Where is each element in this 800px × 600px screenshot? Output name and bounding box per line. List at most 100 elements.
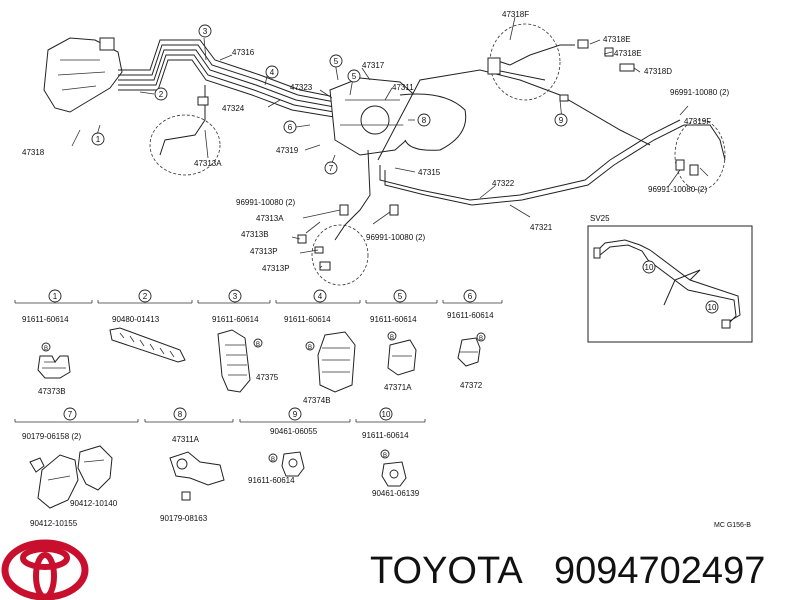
svg-text:1: 1 [96, 135, 101, 144]
detail-row-1: 1 91611-60614 B 47373B 2 90480-01413 3 9… [14, 289, 503, 405]
callout-10b: 10 [705, 300, 719, 314]
svg-text:1: 1 [53, 292, 58, 301]
svg-text:B: B [256, 342, 260, 348]
detail-row-2: 7 90179-06158 (2) 90412-10140 90412-1015… [14, 407, 426, 528]
detail-3-label-0: 91611-60614 [212, 315, 259, 324]
detail-5-label-1: 47371A [384, 383, 412, 392]
svg-text:B: B [308, 345, 312, 351]
detail-2-label-0: 90480-01413 [112, 315, 160, 324]
detail-9-label-1: 91611-60614 [248, 476, 295, 485]
detail-1-label-0: 91611-60614 [22, 315, 69, 324]
svg-text:B: B [479, 336, 483, 342]
label-47318d: 47318D [644, 67, 672, 76]
callouts: 1 2 3 4 5 5 6 7 8 9 [91, 24, 568, 175]
part-number: 9094702497 [554, 550, 765, 592]
callout-5a: 5 [329, 54, 343, 68]
svg-text:9: 9 [293, 410, 298, 419]
label-47319: 47319 [276, 146, 299, 155]
svg-text:B: B [383, 453, 387, 459]
label-47318f: 47318F [502, 10, 529, 19]
label-47318: 47318 [22, 148, 45, 157]
label-96991-b: 96991-10080 (2) [648, 185, 707, 194]
detail-5: 5 91611-60614 B 47371A [370, 289, 417, 392]
svg-text:3: 3 [233, 292, 238, 301]
label-47319f: 47319F [684, 117, 711, 126]
detail-4-label-0: 91611-60614 [284, 315, 331, 324]
label-47315: 47315 [418, 168, 441, 177]
svg-text:5: 5 [398, 292, 403, 301]
detail-9: 9 90461-06055 B 91611-60614 [248, 407, 318, 485]
detail-4: 4 91611-60614 B 47374B [284, 289, 356, 405]
label-47313a: 47313A [194, 159, 222, 168]
svg-text:5: 5 [334, 57, 339, 66]
callout-6: 6 [283, 120, 297, 134]
detail-3-label-1: 47375 [256, 373, 279, 382]
detail-1: 1 91611-60614 B 47373B [22, 289, 71, 396]
detail-3: 3 91611-60614 B 47375 [212, 289, 279, 393]
callout-5b: 5 [347, 69, 361, 83]
svg-text:B: B [44, 346, 48, 352]
detail-8: 8 47311A 90179-08163 [160, 407, 225, 523]
detail-2: 2 90480-01413 [109, 289, 186, 363]
detail-6: 6 91611-60614 B 47372 [447, 289, 494, 390]
diagram-code: MC G156-B [714, 522, 751, 529]
label-47318e-1: 47318E [603, 35, 631, 44]
svg-text:8: 8 [422, 116, 427, 125]
detail-9-label-0: 90461-06055 [270, 427, 318, 436]
label-47324: 47324 [222, 104, 245, 113]
label-47313p-2: 47313P [262, 264, 290, 273]
label-96991-a: 96991-10080 (2) [670, 88, 729, 97]
part-labels: 47318 47316 47324 47313A 47323 47317 473… [22, 10, 729, 273]
svg-text:2: 2 [143, 292, 148, 301]
callout-8: 8 [417, 113, 431, 127]
detail-1-label-1: 47373B [38, 387, 66, 396]
label-96991-d: 96991-10080 (2) [366, 233, 425, 242]
detail-10-label-0: 91611-60614 [362, 431, 409, 440]
callout-9: 9 [554, 113, 568, 127]
svg-text:9: 9 [559, 116, 564, 125]
svg-text:6: 6 [468, 292, 473, 301]
callout-3: 3 [198, 24, 212, 38]
svg-text:B: B [271, 457, 275, 463]
label-47321: 47321 [530, 223, 553, 232]
callout-4: 4 [265, 65, 279, 79]
detail-6-label-1: 47372 [460, 381, 483, 390]
brake-lines-assembly [43, 23, 726, 286]
callout-7: 7 [324, 161, 338, 175]
label-47311: 47311 [392, 83, 414, 92]
label-47313b: 47313B [241, 230, 269, 239]
svg-text:3: 3 [203, 27, 208, 36]
toyota-logo-icon [1, 539, 89, 600]
svg-text:10: 10 [645, 263, 654, 272]
detail-4-label-1: 47374B [303, 396, 331, 405]
detail-7-label-0: 90179-06158 (2) [22, 432, 81, 441]
label-96991-c: 96991-10080 (2) [236, 198, 295, 207]
detail-10: 10 91611-60614 B 90461-06139 [362, 407, 420, 498]
svg-text:10: 10 [708, 303, 717, 312]
svg-text:B: B [390, 335, 394, 341]
svg-text:4: 4 [318, 292, 323, 301]
svg-text:2: 2 [159, 90, 164, 99]
svg-text:7: 7 [329, 164, 334, 173]
callout-10a: 10 [642, 260, 656, 274]
label-47318e-2: 47318E [614, 49, 642, 58]
detail-5-label-0: 91611-60614 [370, 315, 417, 324]
svg-text:5: 5 [352, 72, 357, 81]
detail-10-label-1: 90461-06139 [372, 489, 420, 498]
svg-text:8: 8 [178, 410, 183, 419]
svg-text:4: 4 [270, 68, 275, 77]
label-47322: 47322 [492, 179, 515, 188]
callout-2: 2 [154, 87, 168, 101]
callout-1: 1 [91, 132, 105, 146]
svg-text:6: 6 [288, 123, 293, 132]
detail-7-label-1: 90412-10140 [70, 499, 118, 508]
label-47313p: 47313P [250, 247, 278, 256]
label-47317: 47317 [362, 61, 385, 70]
label-47323: 47323 [290, 83, 313, 92]
svg-text:7: 7 [68, 410, 73, 419]
label-47316: 47316 [232, 48, 255, 57]
detail-8-label-0: 47311A [172, 435, 200, 444]
label-47313a-2: 47313A [256, 214, 284, 223]
detail-7: 7 90179-06158 (2) 90412-10140 90412-1015… [22, 407, 118, 528]
